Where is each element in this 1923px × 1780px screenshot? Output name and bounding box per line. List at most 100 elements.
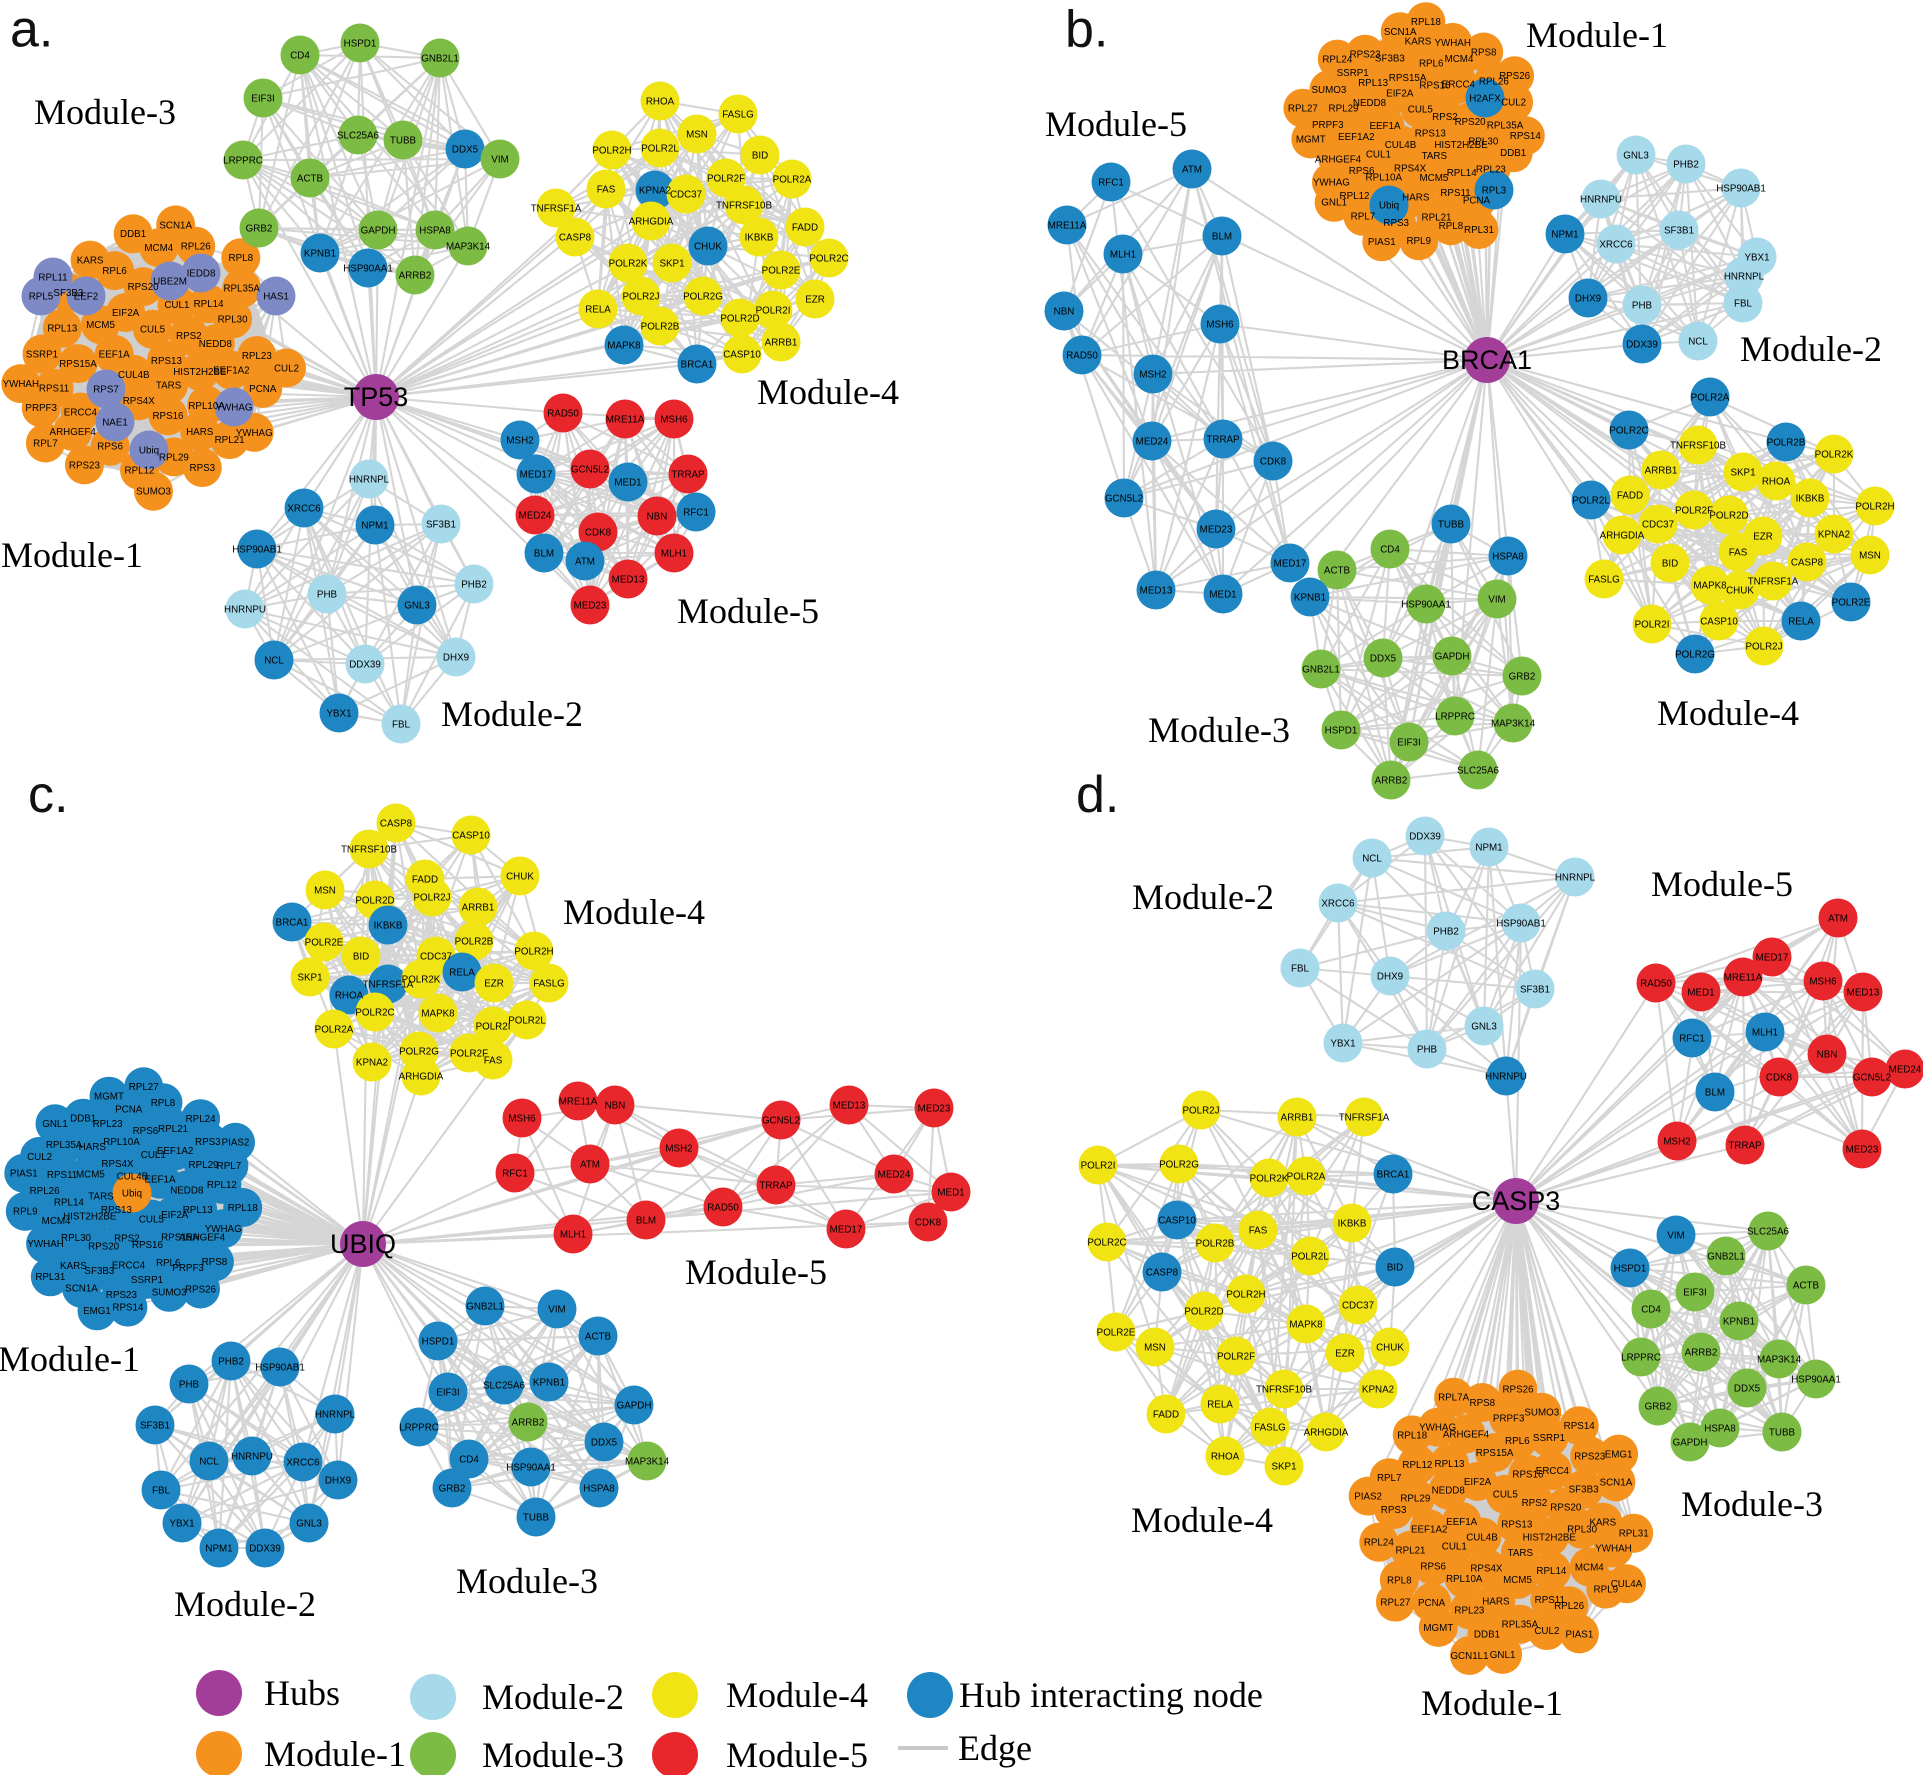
svg-text:POLR2D: POLR2D xyxy=(1709,510,1748,521)
svg-text:XRCC6: XRCC6 xyxy=(286,1457,320,1468)
svg-text:RPL8: RPL8 xyxy=(151,1098,176,1109)
svg-text:BLM: BLM xyxy=(1212,231,1232,242)
svg-text:POLR2K: POLR2K xyxy=(1250,1173,1289,1184)
svg-text:TRRAP: TRRAP xyxy=(759,1180,793,1191)
svg-text:FADD: FADD xyxy=(1617,490,1643,501)
svg-text:HIST2H2BE: HIST2H2BE xyxy=(63,1212,117,1223)
svg-text:MED24: MED24 xyxy=(1889,1064,1922,1075)
svg-text:IKBKB: IKBKB xyxy=(1796,493,1825,504)
svg-text:CDC37: CDC37 xyxy=(670,189,702,200)
svg-text:RPL35A: RPL35A xyxy=(1487,120,1524,131)
svg-text:RPL8: RPL8 xyxy=(1387,1575,1412,1586)
svg-text:POLR2E: POLR2E xyxy=(762,265,801,276)
svg-text:RPS16: RPS16 xyxy=(132,1240,164,1251)
svg-text:RPS15A: RPS15A xyxy=(1389,73,1427,84)
svg-text:EIF3I: EIF3I xyxy=(1397,737,1420,748)
svg-text:RPL9: RPL9 xyxy=(1406,236,1431,247)
svg-text:EIF3I: EIF3I xyxy=(436,1387,459,1398)
svg-text:EZR: EZR xyxy=(484,978,504,989)
svg-text:GNB2L1: GNB2L1 xyxy=(421,53,459,64)
svg-text:ERCC4: ERCC4 xyxy=(1536,1466,1570,1477)
svg-text:DDX39: DDX39 xyxy=(249,1543,281,1554)
svg-text:FAS: FAS xyxy=(1249,1225,1268,1236)
svg-text:HNRNPU: HNRNPU xyxy=(1580,194,1622,205)
svg-text:RAD50: RAD50 xyxy=(1066,350,1098,361)
svg-text:GNB2L1: GNB2L1 xyxy=(1707,1251,1745,1262)
svg-text:NEDD8: NEDD8 xyxy=(170,1185,204,1196)
svg-text:HSP90AA1: HSP90AA1 xyxy=(1401,599,1451,610)
svg-text:PHB: PHB xyxy=(1417,1044,1438,1055)
svg-text:KARS: KARS xyxy=(1405,37,1432,48)
svg-text:DDX39: DDX39 xyxy=(349,659,381,670)
svg-text:PCNA: PCNA xyxy=(1463,196,1491,207)
svg-text:BLM: BLM xyxy=(1705,1087,1725,1098)
svg-text:YWHAG: YWHAG xyxy=(215,402,252,413)
svg-text:Module-5: Module-5 xyxy=(726,1735,868,1775)
svg-text:POLR2L: POLR2L xyxy=(1572,495,1610,506)
svg-text:CDC37: CDC37 xyxy=(420,951,452,962)
svg-text:PHB: PHB xyxy=(179,1379,200,1390)
svg-text:PIAS2: PIAS2 xyxy=(1354,1492,1382,1503)
svg-text:PCNA: PCNA xyxy=(1418,1598,1446,1609)
svg-text:SUMO3: SUMO3 xyxy=(136,487,171,498)
svg-text:EEF1A2: EEF1A2 xyxy=(1411,1524,1448,1535)
svg-text:POLR2J: POLR2J xyxy=(622,291,659,302)
svg-text:DHX9: DHX9 xyxy=(325,1475,351,1486)
svg-text:RPL30: RPL30 xyxy=(61,1233,92,1244)
svg-text:Ubiq: Ubiq xyxy=(1379,200,1399,211)
svg-text:SKP1: SKP1 xyxy=(1271,1461,1296,1472)
svg-text:POLR2L: POLR2L xyxy=(641,143,679,154)
svg-text:BID: BID xyxy=(1387,1262,1403,1273)
svg-text:HNRNPL: HNRNPL xyxy=(315,1409,356,1420)
svg-text:GNB2L1: GNB2L1 xyxy=(1302,664,1340,675)
svg-text:RPL29: RPL29 xyxy=(1400,1494,1430,1505)
svg-text:RPL12: RPL12 xyxy=(1402,1460,1432,1471)
svg-text:ATM: ATM xyxy=(1182,164,1202,175)
svg-text:HSPD1: HSPD1 xyxy=(344,38,377,49)
svg-text:RPL9: RPL9 xyxy=(13,1207,38,1218)
svg-text:RELA: RELA xyxy=(1788,616,1814,627)
svg-text:MAPK8: MAPK8 xyxy=(607,340,641,351)
svg-text:RPL21: RPL21 xyxy=(1396,1546,1426,1557)
svg-text:MSH2: MSH2 xyxy=(665,1143,692,1154)
svg-text:RPL29: RPL29 xyxy=(159,452,189,463)
svg-text:POLR2B: POLR2B xyxy=(455,936,494,947)
svg-text:RPS15A: RPS15A xyxy=(59,359,97,370)
svg-text:MED23: MED23 xyxy=(574,600,607,611)
svg-text:RPL23: RPL23 xyxy=(93,1119,124,1130)
svg-text:HARS: HARS xyxy=(1482,1597,1510,1608)
svg-text:UBE2M: UBE2M xyxy=(153,276,187,287)
svg-text:VIM: VIM xyxy=(548,1304,565,1315)
svg-text:HNRNPU: HNRNPU xyxy=(224,604,266,615)
svg-text:CHUK: CHUK xyxy=(506,871,534,882)
svg-text:MSH6: MSH6 xyxy=(660,414,688,425)
svg-text:TRRAP: TRRAP xyxy=(1206,434,1240,445)
svg-text:Module-1: Module-1 xyxy=(0,1339,140,1379)
svg-text:MAP3K14: MAP3K14 xyxy=(446,241,491,252)
svg-text:RPS3: RPS3 xyxy=(1383,218,1409,229)
svg-text:HNRNPL: HNRNPL xyxy=(349,474,390,485)
svg-text:POLR2G: POLR2G xyxy=(1159,1159,1199,1170)
svg-text:RPL26: RPL26 xyxy=(30,1186,61,1197)
svg-text:RELA: RELA xyxy=(1207,1399,1233,1410)
svg-text:ACTB: ACTB xyxy=(1324,565,1351,576)
svg-text:ARHGDIA: ARHGDIA xyxy=(629,216,674,227)
svg-text:ARRB1: ARRB1 xyxy=(765,337,798,348)
svg-text:GNL3: GNL3 xyxy=(1623,150,1649,161)
svg-text:RPL14: RPL14 xyxy=(54,1198,85,1209)
svg-text:BID: BID xyxy=(752,150,768,161)
svg-text:RPL14: RPL14 xyxy=(194,299,225,310)
svg-text:RPL13: RPL13 xyxy=(1435,1459,1466,1470)
svg-text:HARS: HARS xyxy=(186,427,214,438)
svg-text:GCN5L2: GCN5L2 xyxy=(1853,1072,1891,1083)
svg-text:EZR: EZR xyxy=(805,294,825,305)
svg-text:MED17: MED17 xyxy=(1274,558,1307,569)
svg-text:FASLG: FASLG xyxy=(722,109,754,120)
svg-text:TUBB: TUBB xyxy=(1769,1427,1796,1438)
svg-text:PIAS1: PIAS1 xyxy=(10,1169,38,1180)
svg-text:GAPDH: GAPDH xyxy=(617,1400,652,1411)
svg-text:SSRP1: SSRP1 xyxy=(1337,68,1369,79)
svg-text:HSPA8: HSPA8 xyxy=(419,225,451,236)
svg-text:HSP90AB1: HSP90AB1 xyxy=(1716,183,1766,194)
svg-text:ERCC4: ERCC4 xyxy=(64,407,98,418)
